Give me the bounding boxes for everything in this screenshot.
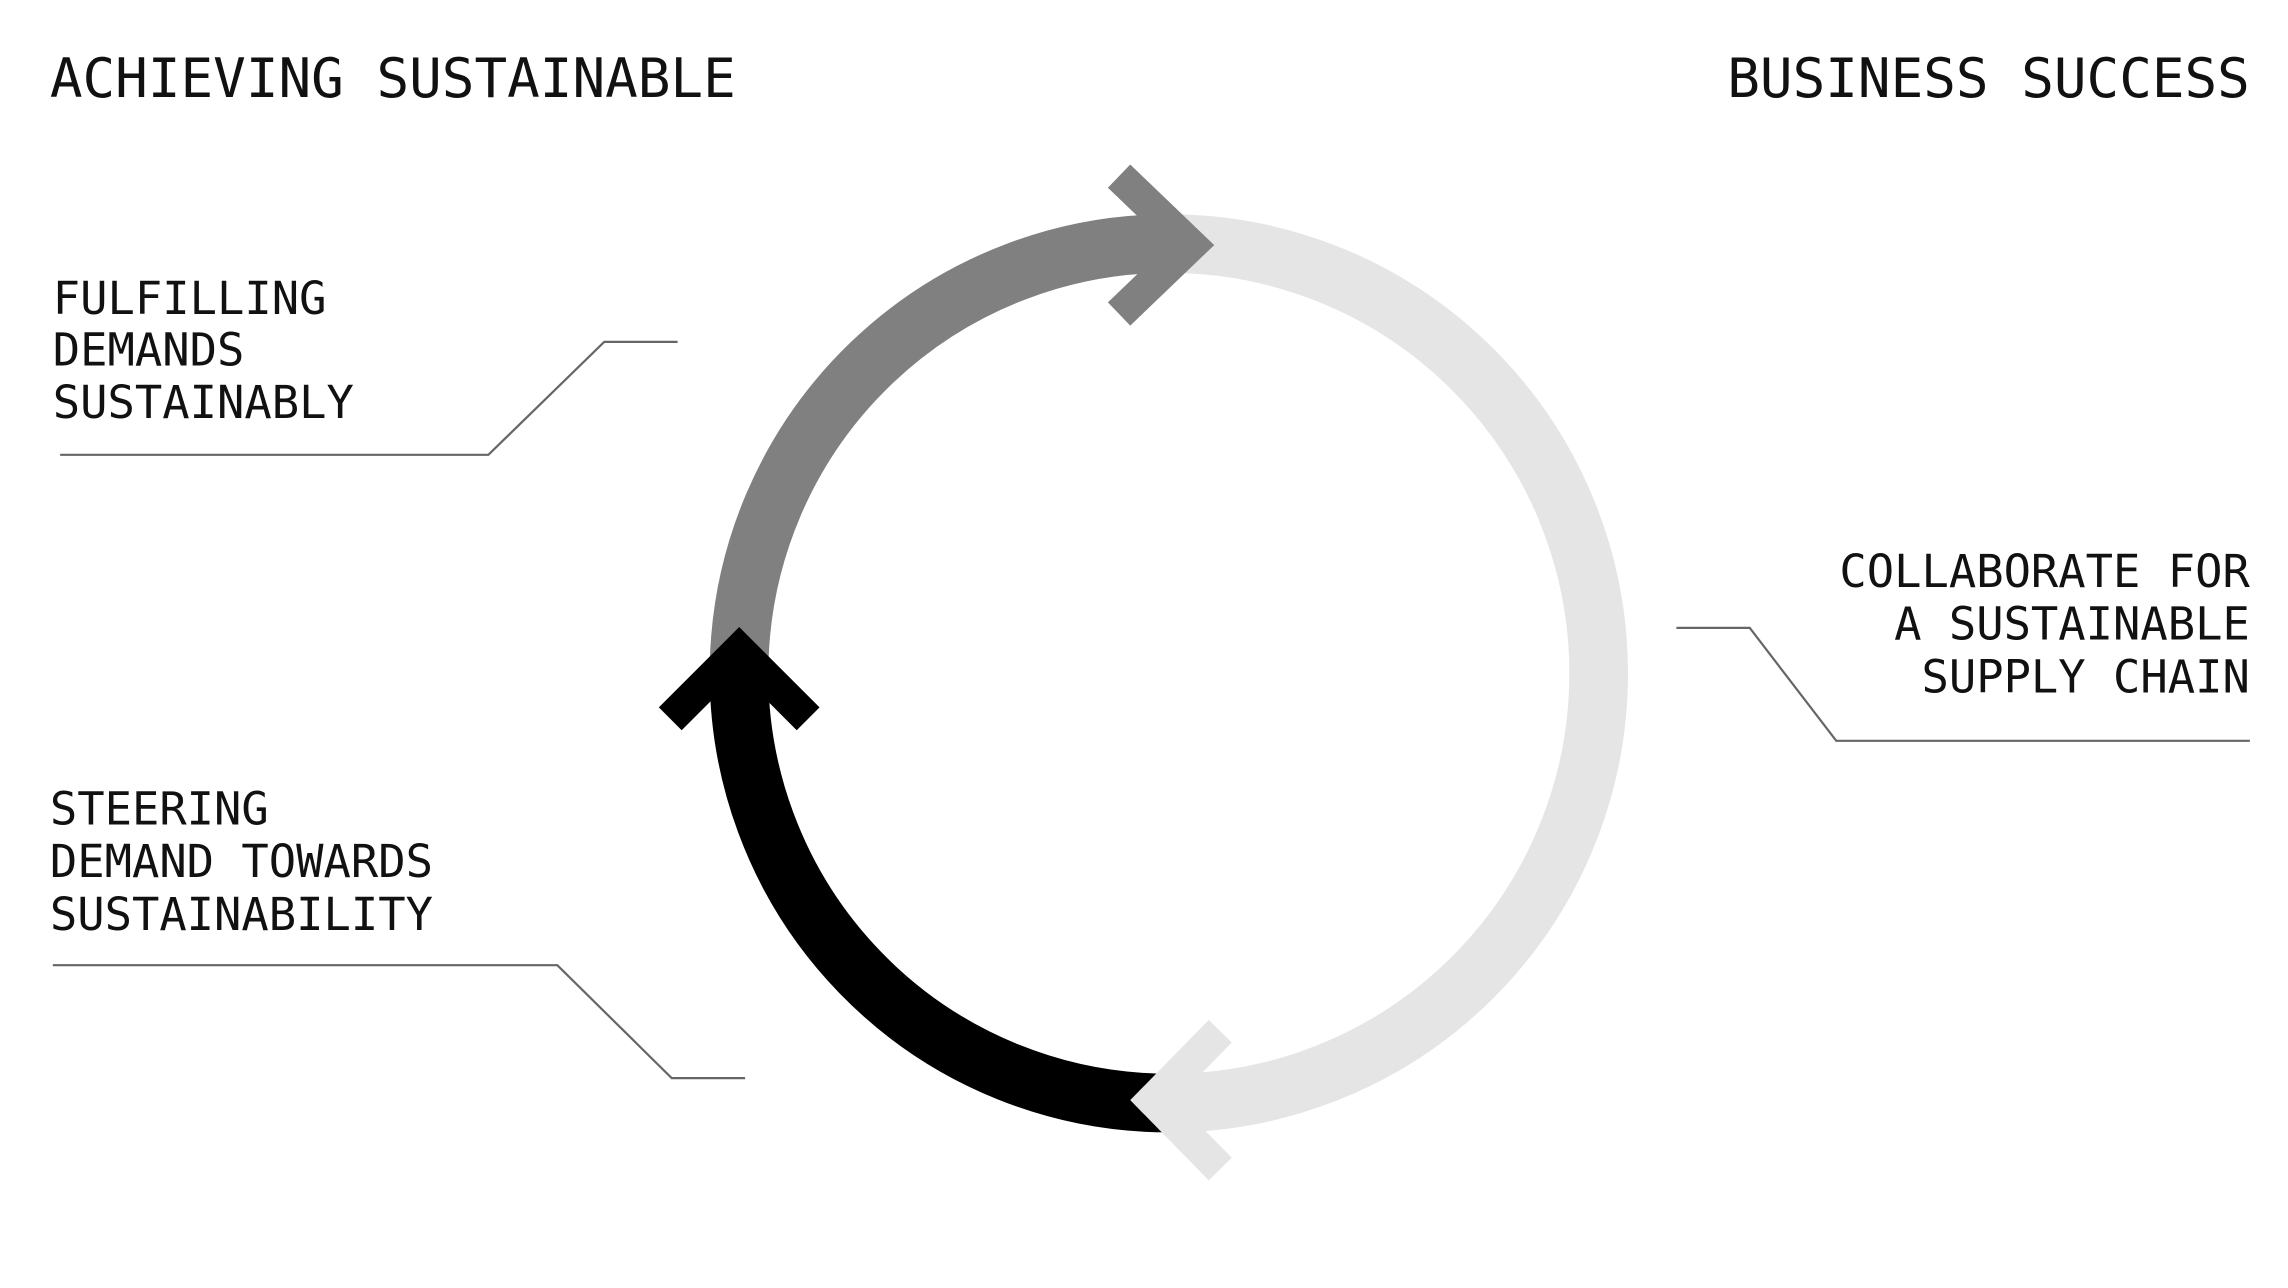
label-line: FULFILLING (53, 272, 327, 325)
arrow-left-icon (1130, 1019, 1232, 1181)
label-line: DEMAND TOWARDS (50, 835, 433, 888)
arc-steering (709, 659, 1169, 1133)
arc-collaborate (1168, 214, 1628, 1133)
label-line: COLLABORATE FOR (1839, 545, 2250, 598)
label-collaborate: COLLABORATE FOR A SUSTAINABLE SUPPLY CHA… (1839, 545, 2250, 704)
arc-fulfilling (709, 214, 1174, 662)
leader-line-collaborate (1676, 626, 2250, 742)
label-line: SUSTAINABILITY (50, 888, 433, 941)
label-line: SUPPLY CHAIN (1921, 650, 2249, 703)
leader-line-fulfilling (60, 340, 678, 456)
label-steering: STEERING DEMAND TOWARDS SUSTAINABILITY (50, 782, 433, 941)
label-line: STEERING (50, 782, 269, 835)
title-right: BUSINESS SUCCESS (1727, 47, 2250, 110)
title-left: ACHIEVING SUSTAINABLE (50, 47, 736, 110)
label-line: A SUSTAINABLE (1894, 598, 2250, 651)
leader-line-steering (52, 964, 746, 1080)
label-line: SUSTAINABLY (53, 376, 354, 429)
label-fulfilling: FULFILLING DEMANDS SUSTAINABLY (53, 272, 354, 429)
arrow-right-icon (1107, 164, 1215, 326)
label-line: DEMANDS (53, 323, 245, 376)
arrow-up-icon (658, 627, 820, 731)
